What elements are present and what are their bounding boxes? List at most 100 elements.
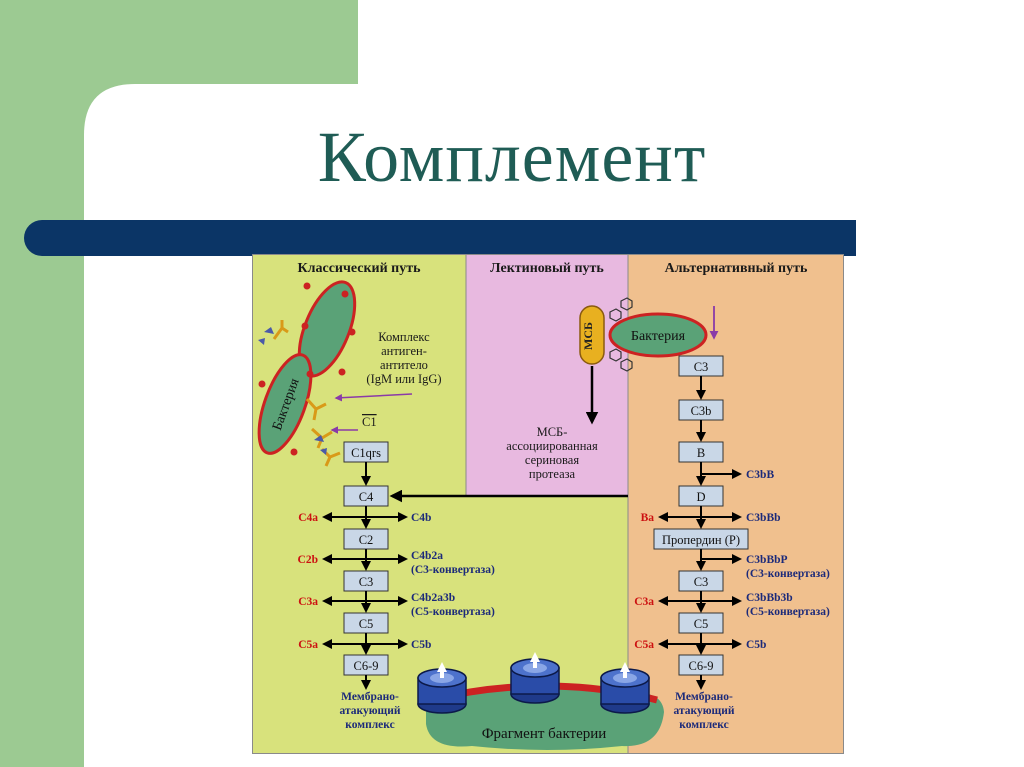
protease-label-line: МСБ- [537, 425, 568, 439]
classical-step: C6-9 [343, 654, 389, 676]
lectin-msb: МСБ [579, 297, 633, 372]
classical-step: C3 [343, 570, 389, 592]
c1-molecule-icon [258, 327, 327, 455]
alternative-left-product: C3a [634, 596, 654, 608]
complex-label-line: антиген- [381, 344, 427, 358]
alternative-right-product: C3bBbP [746, 554, 788, 566]
protease-label-line: сериновая [525, 453, 579, 467]
classical-left-product: C3a [298, 596, 318, 608]
alternative-right-products: C3bB C3bBb C3bBbP (C3-конвертаза) C3bBb3… [746, 469, 830, 651]
classical-step-label: C1qrs [351, 446, 381, 460]
complex-label-line: антитело [380, 358, 428, 372]
mac-pore-icon [600, 662, 650, 714]
alternative-step: B [678, 441, 724, 463]
lectin-header: Лектиновый путь [490, 261, 604, 276]
alternative-step-label: B [697, 446, 705, 460]
slide-title: Комплемент [317, 117, 707, 197]
protease-label-line: протеаза [529, 467, 576, 481]
mac-label-line: атакующий [340, 705, 401, 717]
navy-divider-bar [24, 220, 856, 256]
classical-step: C2 [343, 528, 389, 550]
classical-step: C4 [343, 485, 389, 507]
msb-label: МСБ [581, 322, 595, 350]
alternative-step: C6-9 [678, 654, 724, 676]
antibody-igg [272, 320, 341, 467]
antigen-dot [306, 370, 314, 378]
classical-left-product: C2b [298, 554, 318, 566]
classical-step-label: C6-9 [354, 659, 379, 673]
classical-cascade: C1qrs C4 C2 C3 C5 C6-9 [298, 441, 495, 731]
mac-label-line: Мембрано- [341, 691, 399, 703]
classical-right-product: C4b2a3b [411, 592, 455, 604]
alternative-step: D [678, 485, 724, 507]
alternative-bacterium-label: Бактерия [631, 329, 686, 344]
alternative-left-products: Ba C3a C5a [634, 512, 654, 651]
alternative-step-label: Пропердин (P) [662, 533, 740, 547]
protease-label-line: ассоциированная [506, 439, 598, 453]
complement-pathways-diagram: Классический путь Лектиновый путь Альтер… [252, 254, 844, 754]
mac-pore-icon [417, 662, 467, 714]
classical-left-product: C4a [298, 512, 318, 524]
classical-left-products: C4a C2b C3a C5a [298, 512, 319, 651]
classical-step-label: C3 [359, 575, 374, 589]
classical-step-label: C2 [359, 533, 374, 547]
classical-step-label: C4 [359, 490, 374, 504]
antigen-dot [338, 368, 346, 376]
complex-label: Комплекс антиген- антитело (IgM или IgG) [366, 330, 441, 386]
alternative-step-label: C3 [694, 575, 709, 589]
complex-label-line: (IgM или IgG) [366, 372, 441, 386]
classical-right-product: C4b2a [411, 550, 443, 562]
alternative-step: C5 [678, 612, 724, 634]
alternative-right-product: C3bBb3b [746, 592, 793, 604]
antigen-dot [258, 380, 266, 388]
alternative-step-label: C6-9 [689, 659, 714, 673]
classical-right-product-sub: (C5-конвертаза) [411, 606, 495, 618]
mac-label-line: атакующий [674, 705, 735, 717]
mac-label-line: Мембрано- [675, 691, 733, 703]
alternative-right-product: C3bBb [746, 512, 781, 524]
alternative-right-product-sub: (C5-конвертаза) [746, 606, 830, 618]
alternative-mac-label: Мембрано- атакующий комплекс [674, 691, 735, 731]
alternative-step: C3 [678, 355, 724, 377]
antigen-dot [303, 282, 311, 290]
alternative-step: Пропердин (P) [653, 528, 749, 550]
classical-step: C1qrs [343, 441, 389, 463]
classical-mac-label: Мембрано- атакующий комплекс [340, 691, 401, 731]
classical-right-products: C4b C4b2a (C3-конвертаза) C4b2a3b (C5-ко… [411, 512, 495, 651]
mac-pore-icon [510, 652, 560, 704]
alternative-right-product: C5b [746, 639, 766, 651]
antigen-dot [348, 328, 356, 336]
complex-label-line: Комплекс [378, 330, 430, 344]
alternative-step-label: C3 [694, 360, 709, 374]
mac-label-line: комплекс [679, 719, 728, 731]
alternative-header: Альтернативный путь [665, 261, 808, 276]
alternative-step-label: C5 [694, 617, 709, 631]
classical-right-product-sub: (C3-конвертаза) [411, 564, 495, 576]
alternative-left-product: Ba [641, 512, 655, 524]
alternative-right-product: C3bB [746, 469, 774, 481]
antigen-dot [290, 448, 298, 456]
classical-right-product: C5b [411, 639, 431, 651]
antigen-dot [301, 322, 309, 330]
alternative-right-product-sub: (C3-конвертаза) [746, 568, 830, 580]
alternative-left-product: C5a [634, 639, 654, 651]
alternative-step-label: D [696, 490, 705, 504]
diagram-border [252, 254, 844, 754]
alternative-cascade: C3 C3b B D Пропердин (P) C3 C5 C6-9 [634, 355, 830, 731]
alternative-bacterium: Бактерия [608, 312, 708, 358]
alternative-step: C3b [678, 399, 724, 421]
alternative-step-label: C3b [691, 404, 712, 418]
classical-side-arrows [322, 512, 408, 649]
lectin-panel [466, 254, 628, 496]
classical-bacterium-lower: Бактерия [257, 353, 314, 456]
c1-label: C1 [362, 415, 377, 429]
classical-right-product: C4b [411, 512, 431, 524]
alternative-step: C3 [678, 570, 724, 592]
classical-step-label: C5 [359, 617, 374, 631]
alternative-side-arrows [658, 469, 742, 649]
fragment-label: Фрагмент бактерии [482, 726, 607, 742]
navy-divider-bar-end [820, 220, 856, 256]
classical-left-product: C5a [298, 639, 318, 651]
classical-header: Классический путь [297, 261, 421, 276]
antigen-dot [341, 290, 349, 298]
